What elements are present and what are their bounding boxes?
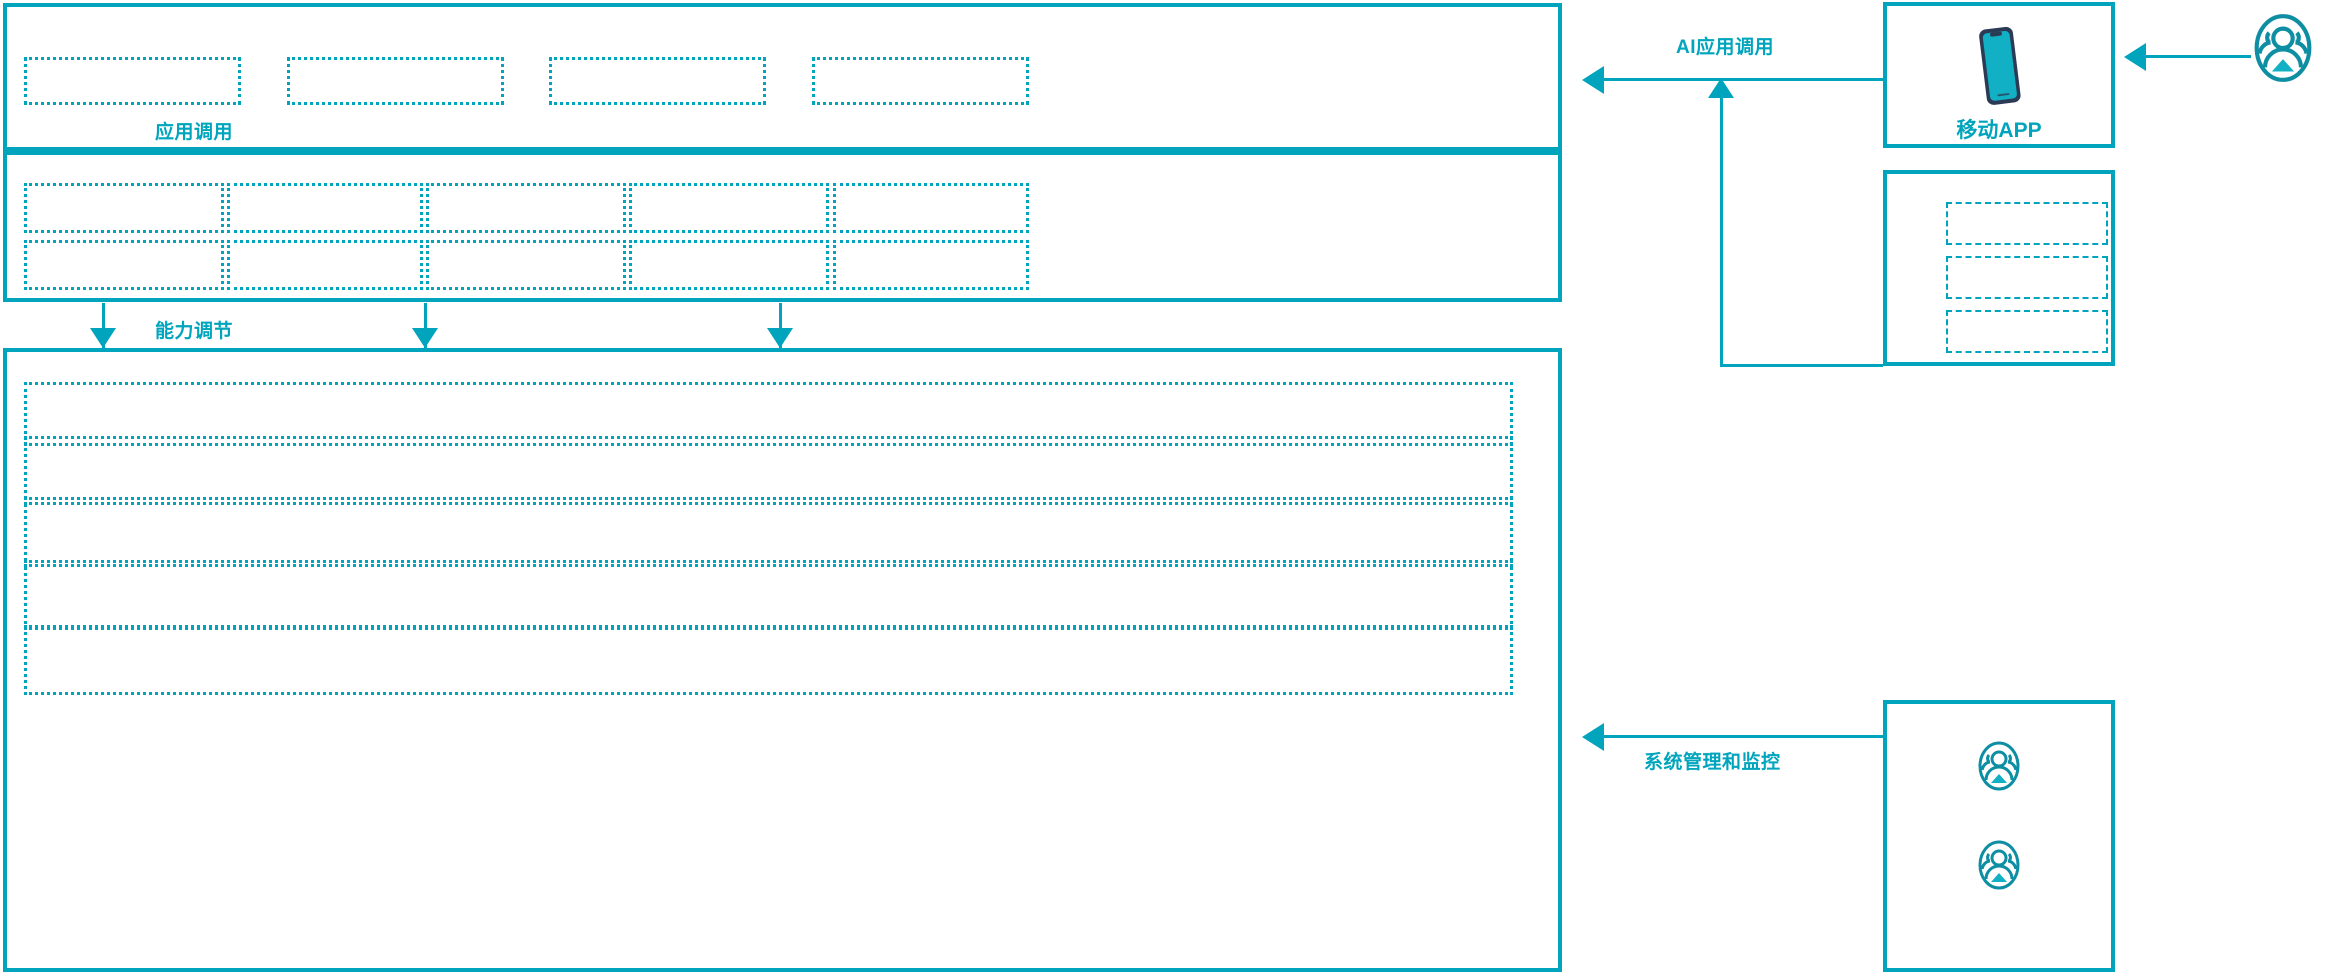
platform-slot-5[interactable] bbox=[24, 625, 1513, 695]
ai-app-invoke-label: AI应用调用 bbox=[1676, 37, 1775, 58]
application-slot-2[interactable] bbox=[287, 57, 504, 105]
platform-layer-panel bbox=[3, 348, 1562, 972]
ai-app-invoke-arrow bbox=[1582, 66, 1604, 94]
capability-slot-6[interactable] bbox=[24, 240, 224, 290]
system-admin-label: 系统管理和监控 bbox=[1644, 752, 1781, 773]
capability-slot-4[interactable] bbox=[629, 183, 829, 233]
channel-uplink-horizontal bbox=[1720, 364, 1883, 367]
application-slot-1[interactable] bbox=[24, 57, 241, 105]
channel-uplink-arrow bbox=[1708, 78, 1734, 98]
channel-slot-3[interactable] bbox=[1946, 310, 2108, 353]
mobile-app-caption: 移动APP bbox=[1956, 119, 2042, 142]
channel-slot-2[interactable] bbox=[1946, 256, 2108, 299]
ai-app-invoke-line bbox=[1604, 78, 1883, 81]
application-slot-4[interactable] bbox=[812, 57, 1029, 105]
smartphone-icon bbox=[1970, 24, 2028, 110]
system-admin-arrow bbox=[1582, 723, 1604, 751]
platform-slot-1[interactable] bbox=[24, 382, 1513, 446]
capability-adjust-label: 能力调节 bbox=[155, 321, 234, 342]
platform-slot-4[interactable] bbox=[24, 560, 1513, 630]
capability-adjust-line-1 bbox=[102, 303, 105, 348]
channel-uplink-vertical bbox=[1720, 98, 1723, 366]
capability-layer-panel bbox=[3, 151, 1562, 302]
platform-slot-3[interactable] bbox=[24, 497, 1513, 567]
operations-node[interactable] bbox=[1883, 700, 2115, 972]
system-admin-line bbox=[1604, 735, 1883, 738]
app-invoke-label: 应用调用 bbox=[155, 122, 234, 143]
mobile-app-node[interactable]: 移动APP bbox=[1883, 2, 2115, 148]
capability-slot-3[interactable] bbox=[426, 183, 626, 233]
capability-slot-10[interactable] bbox=[833, 240, 1029, 290]
capability-adjust-line-2 bbox=[424, 303, 427, 348]
capability-slot-2[interactable] bbox=[227, 183, 423, 233]
capability-slot-1[interactable] bbox=[24, 183, 224, 233]
actor-to-mobile-arrow bbox=[2124, 43, 2146, 71]
capability-adjust-arrow-3 bbox=[767, 328, 793, 348]
application-slot-3[interactable] bbox=[549, 57, 766, 105]
capability-slot-5[interactable] bbox=[833, 183, 1029, 233]
platform-slot-2[interactable] bbox=[24, 436, 1513, 505]
capability-adjust-arrow-1 bbox=[90, 328, 116, 348]
capability-slot-9[interactable] bbox=[629, 240, 829, 290]
capability-slot-7[interactable] bbox=[227, 240, 423, 290]
capability-adjust-arrow-2 bbox=[412, 328, 438, 348]
actor-to-mobile-line bbox=[2146, 55, 2251, 58]
application-layer-panel bbox=[3, 3, 1562, 151]
capability-slot-8[interactable] bbox=[426, 240, 626, 290]
external-user-icon bbox=[2252, 12, 2314, 84]
capability-adjust-line-3 bbox=[779, 303, 782, 348]
channel-slot-1[interactable] bbox=[1946, 202, 2108, 245]
users-icon bbox=[1977, 839, 2021, 891]
users-icon bbox=[1977, 740, 2021, 792]
